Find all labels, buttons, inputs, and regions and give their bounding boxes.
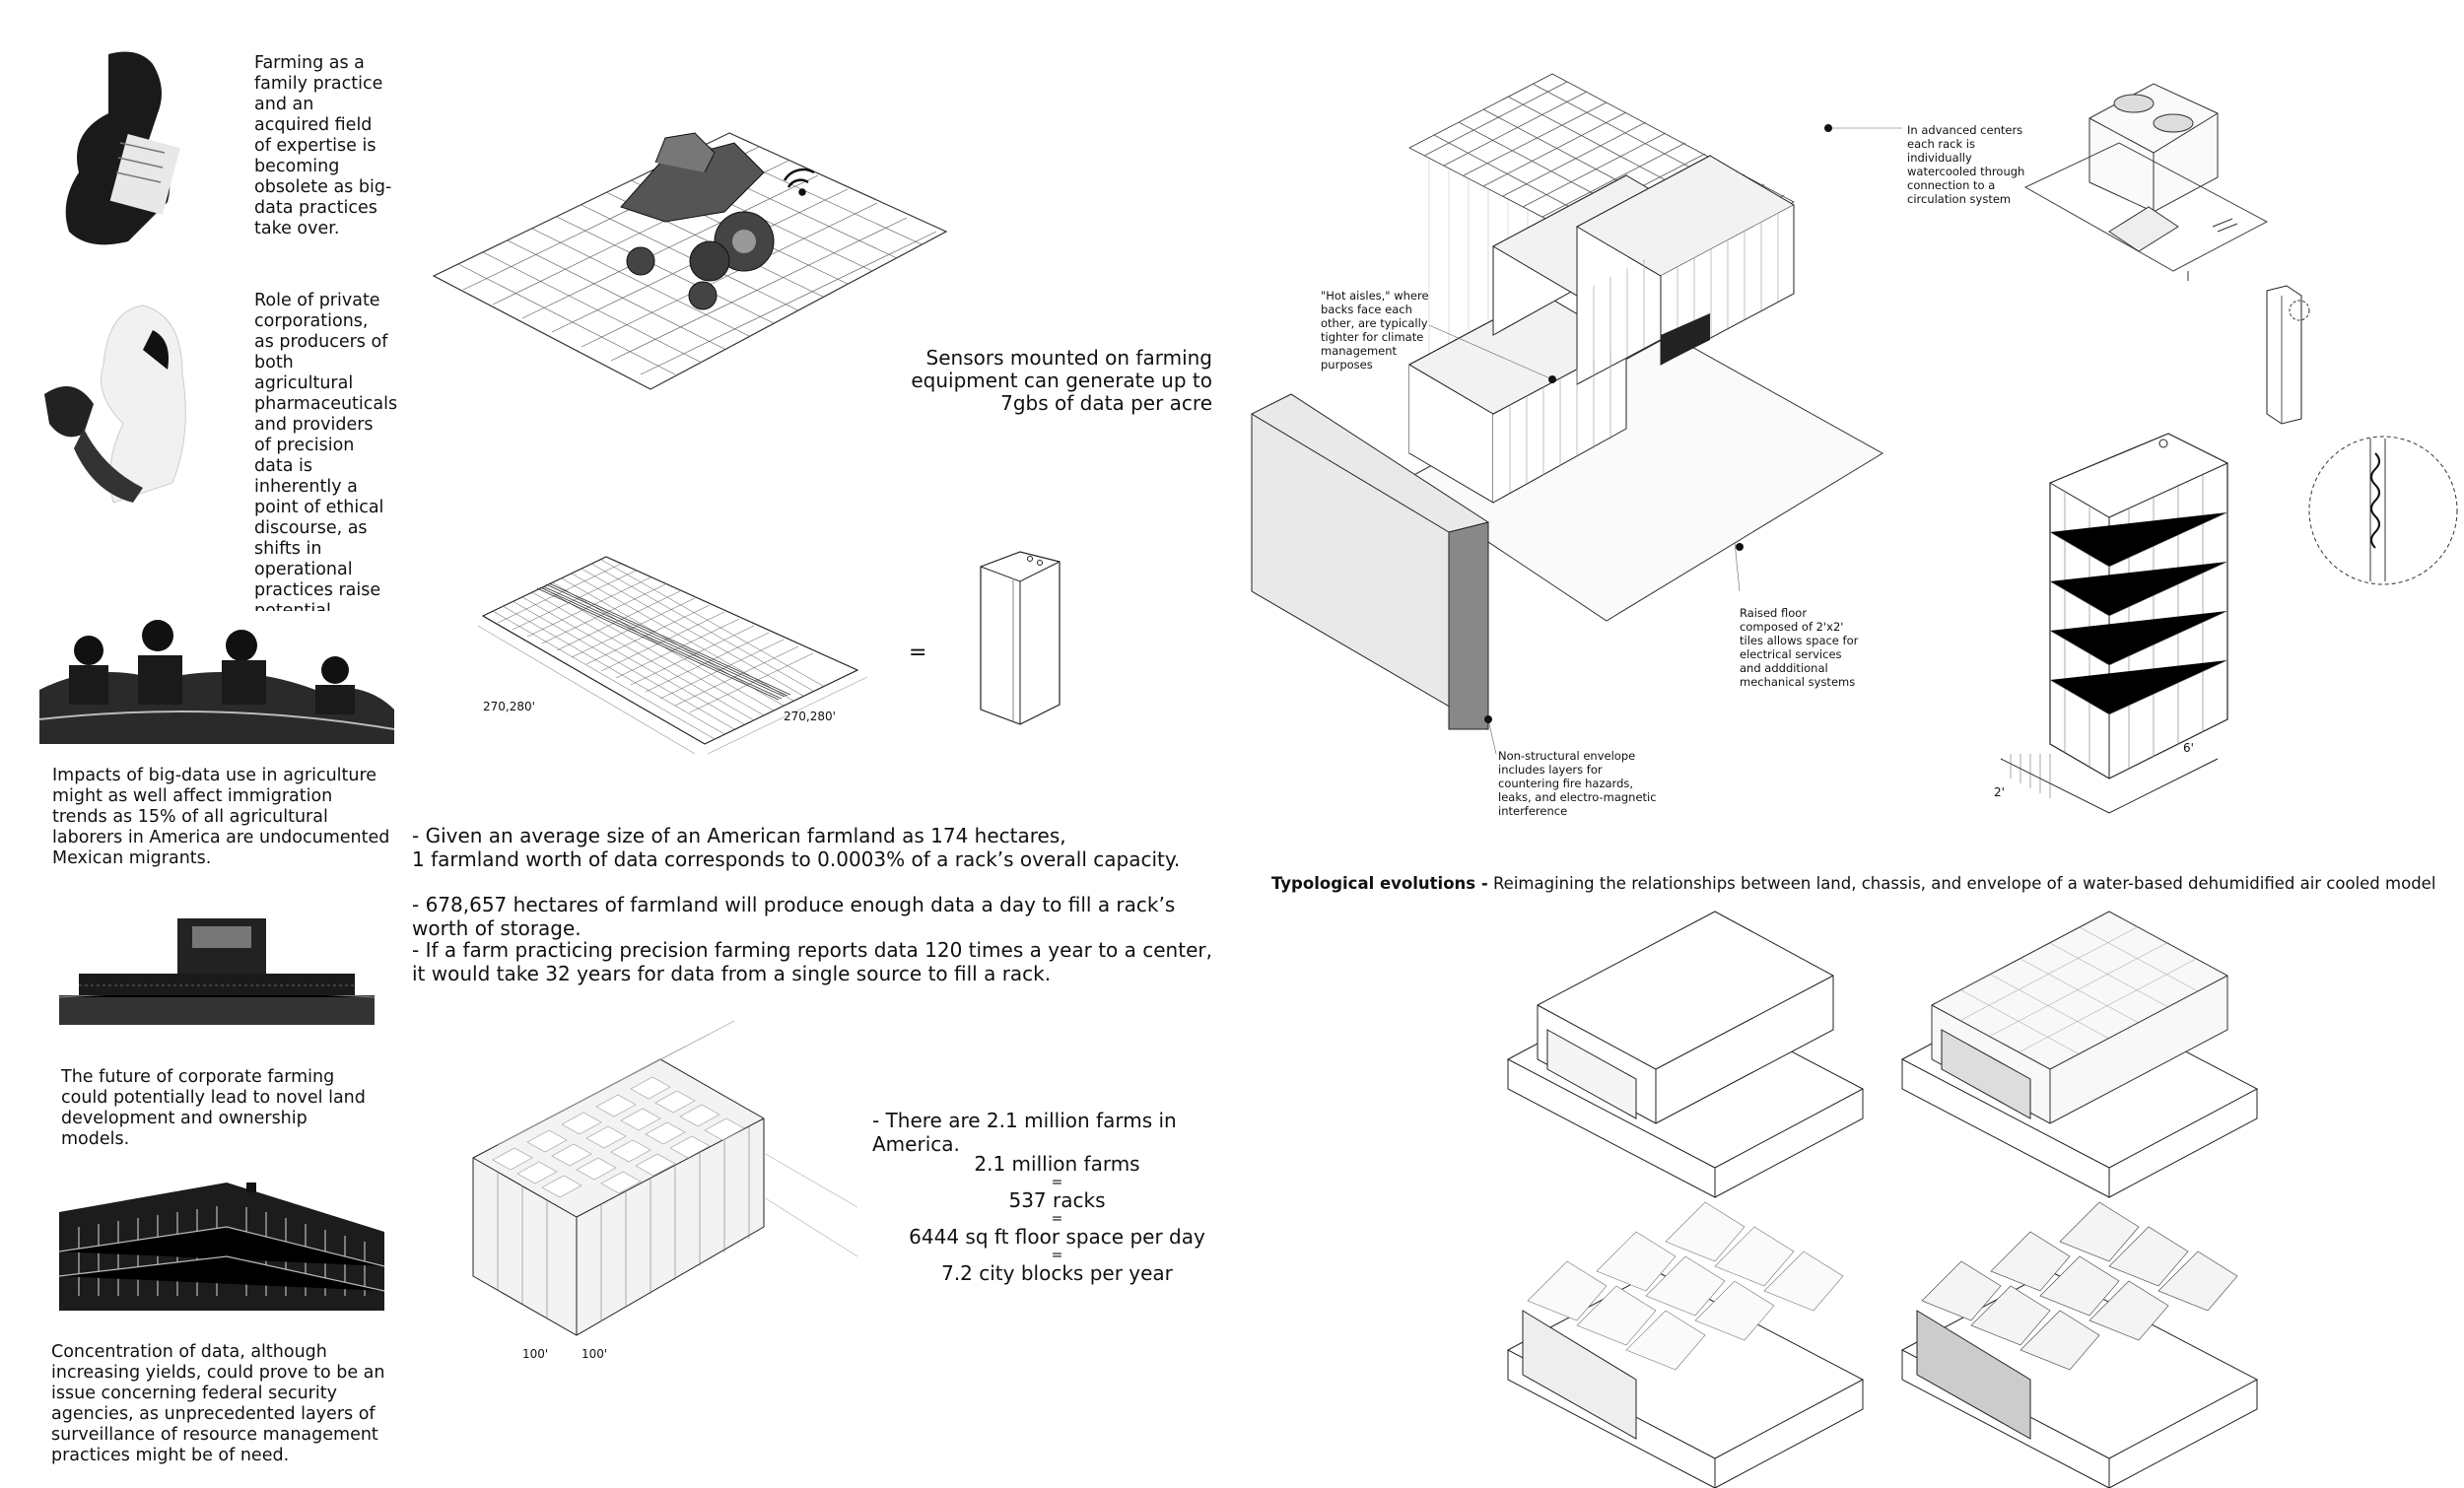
field-dim-left: 270,280' — [483, 700, 535, 713]
caption-2: Role of private corporations, as produce… — [254, 291, 398, 642]
single-rack — [980, 551, 1061, 725]
equation-line-3: 537 racks — [1008, 1188, 1106, 1212]
note-hot-aisles: "Hot aisles," where backs face each othe… — [1321, 289, 1429, 372]
data-center-axonometric — [1251, 73, 1902, 755]
corporate-photo — [34, 301, 217, 512]
grid-dim-right: 100' — [582, 1347, 608, 1361]
worker-silhouette — [44, 304, 186, 504]
sensor-text: Sensors mounted on farming equipment can… — [911, 346, 1212, 415]
rack-farm-block — [472, 1020, 858, 1336]
building-photo — [58, 1173, 389, 1311]
equation-line-4: = — [1051, 1211, 1063, 1227]
zoom-detail-circle — [2308, 436, 2458, 585]
tractor-field-grid — [432, 132, 948, 390]
typology-subtitle: Reimagining the relationships between la… — [1492, 874, 2436, 893]
rack-frame-detail — [2000, 433, 2228, 814]
equals-sign: = — [909, 641, 927, 665]
rack-dim-width: 2' — [1994, 785, 2005, 799]
fact-2: - 678,657 hectares of farmland will prod… — [412, 893, 1176, 940]
farms-intro: - There are 2.1 million farms in America… — [872, 1109, 1177, 1156]
laborers-photo — [38, 611, 395, 744]
field-data-grid — [477, 556, 868, 755]
farms-equation: 2.1 million farms = 537 racks = 6444 sq … — [887, 1153, 1227, 1285]
rack-rows — [1407, 155, 1796, 504]
caption-5: Concentration of data, although increasi… — [51, 1342, 385, 1465]
cooling-unit-detail — [2023, 83, 2269, 281]
equation-line-2: = — [1051, 1175, 1063, 1190]
typology-model-2 — [1900, 911, 2259, 1198]
roof-facets — [1527, 1201, 1844, 1371]
rack-dim-depth: 6' — [2183, 741, 2194, 755]
equation-line-6: = — [1051, 1248, 1063, 1263]
wifi-icon — [783, 168, 815, 196]
laborers-scene — [38, 620, 395, 744]
caption-4: The future of corporate farming could po… — [61, 1067, 366, 1149]
equation-line-7: 7.2 city blocks per year — [941, 1261, 1173, 1285]
grid-dim-left: 100' — [522, 1347, 549, 1361]
typology-title: Typological evolutions - — [1271, 874, 1488, 893]
fact-1: - Given an average size of an American f… — [412, 824, 1181, 871]
harvester-photo — [58, 907, 376, 1035]
rack-top-tiles — [492, 1076, 745, 1198]
note-watercooled: In advanced centers each rack is individ… — [1907, 123, 2025, 206]
note-envelope: Non-structural envelope includes layers … — [1498, 749, 1657, 818]
typology-model-1 — [1506, 911, 1865, 1198]
equation-line-1: 2.1 million farms — [974, 1152, 1140, 1176]
field-dim-right: 270,280' — [784, 710, 836, 723]
note-raised-floor: Raised floor composed of 2'x2' tiles all… — [1740, 606, 1859, 689]
fact-3: - If a farm practicing precision farming… — [412, 938, 1212, 985]
farmer-photo — [39, 44, 212, 246]
typology-model-4 — [1900, 1201, 2259, 1488]
rack-panel-detail — [2266, 285, 2310, 425]
tractor-icon — [620, 132, 775, 310]
typology-model-3 — [1506, 1201, 1865, 1488]
typology-heading: Typological evolutions - Reimagining the… — [1271, 874, 2435, 893]
caption-1: Farming as a family practice and an acqu… — [254, 53, 392, 238]
federal-building — [58, 1183, 385, 1311]
farmer-silhouette — [65, 51, 180, 245]
harvester-scene — [58, 918, 376, 1025]
caption-3: Impacts of big-data use in agriculture m… — [52, 766, 390, 868]
equation-line-5: 6444 sq ft floor space per day — [909, 1225, 1205, 1249]
